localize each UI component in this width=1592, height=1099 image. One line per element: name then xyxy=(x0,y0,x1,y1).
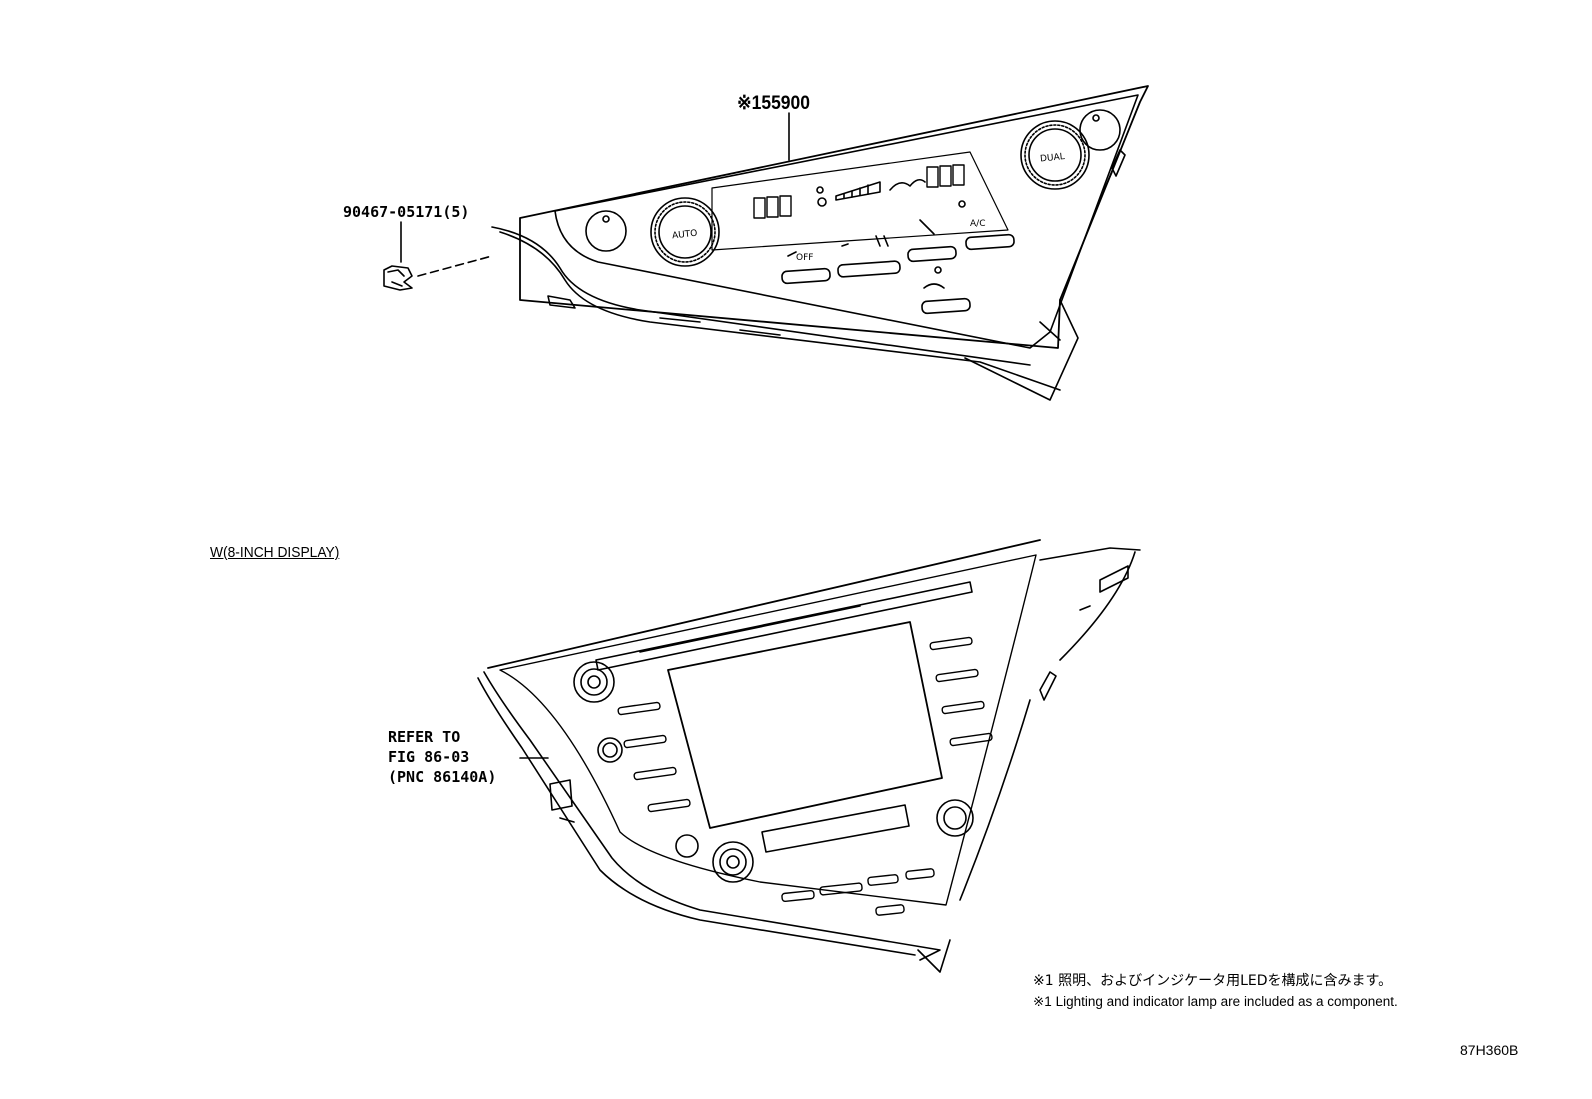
off-label: OFF xyxy=(796,253,813,263)
refer-line-3: (PNC 86140A) xyxy=(388,768,497,786)
audio-display-panel xyxy=(477,539,1141,973)
climate-control-panel xyxy=(491,85,1149,401)
variant-heading: W(8-INCH DISPLAY) xyxy=(210,544,340,561)
auto-label: AUTO xyxy=(672,229,698,242)
small-button xyxy=(675,834,699,858)
off-button xyxy=(781,267,831,285)
top-left-knob xyxy=(573,661,615,703)
dual-label: DUAL xyxy=(1040,152,1066,165)
front-defrost-button xyxy=(1079,109,1121,151)
refer-line-2: FIG 86-03 xyxy=(388,748,470,766)
dual-knob xyxy=(1020,120,1090,190)
bottom-knob xyxy=(712,841,754,883)
footnote-english: ※1 Lighting and indicator lamp are inclu… xyxy=(1033,994,1398,1009)
ac-label: A/C xyxy=(970,219,985,229)
clip-part xyxy=(383,221,493,291)
left-temp-display xyxy=(753,195,792,219)
refer-line-1: REFER TO xyxy=(388,728,461,746)
main-part-number: ※155900 xyxy=(737,93,810,114)
mode-button xyxy=(907,245,957,263)
mid-left-knob xyxy=(597,737,623,763)
recirc-button xyxy=(837,260,901,278)
ac-button xyxy=(965,233,1015,251)
rear-defrost-button xyxy=(585,210,627,252)
auto-knob xyxy=(650,197,720,267)
right-knob xyxy=(936,799,974,837)
sync-button xyxy=(921,297,971,315)
display-screen xyxy=(667,621,943,829)
footnote-japanese: ※1 照明、およびインジケータ用LEDを構成に含みます。 xyxy=(1033,973,1393,989)
refer-note: REFER TO FIG 86-03 (PNC 86140A) xyxy=(388,727,496,787)
clip-part-number: 90467-05171(5) xyxy=(343,203,470,221)
right-temp-display xyxy=(926,164,965,188)
figure-code: 87H360B xyxy=(1460,1042,1519,1058)
